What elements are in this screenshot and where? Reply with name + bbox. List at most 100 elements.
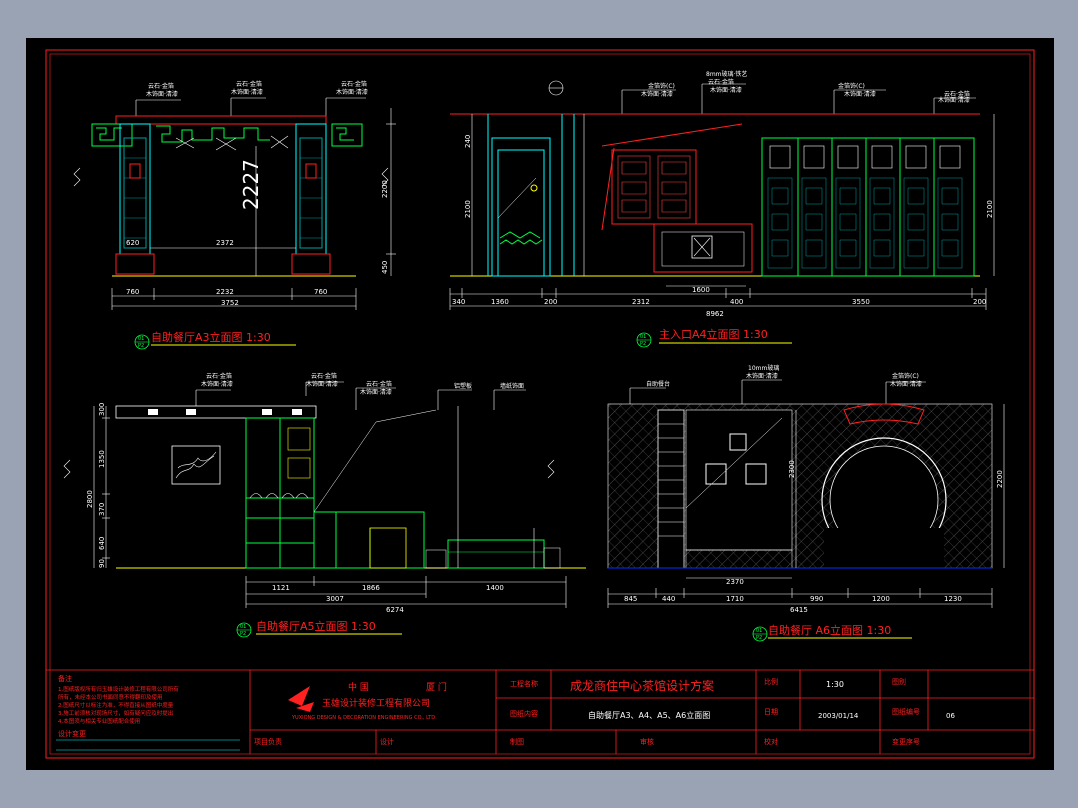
svg-text:金箔饰(C): 金箔饰(C): [892, 372, 919, 380]
svg-text:木饰面·清漆: 木饰面·清漆: [890, 380, 922, 388]
dim-a3-total: 3752: [221, 299, 239, 307]
dim-a3-base: 450: [381, 261, 389, 274]
date-label: 日期: [764, 708, 778, 716]
dim-a3-height: 2200: [381, 180, 389, 198]
notes-heading: 备注: [58, 674, 72, 683]
note-line-3: 2.图纸尺寸以标注为准，不得直接从图纸中度量: [58, 701, 174, 709]
company-country: 中 国: [348, 681, 369, 693]
dim-a5-h4: 90: [98, 559, 106, 568]
title-block: 备注 1.图纸版权所有归玉雄设计装修工程有限公司所有 所有，未经本公司书面同意不…: [46, 669, 1034, 754]
dim-a6-b3: 990: [810, 595, 823, 603]
date-value: 2003/01/14: [818, 712, 859, 720]
note-line-5: 4.本图须与相关专业图纸配合使用: [58, 717, 140, 725]
design-label: 设计: [380, 737, 394, 746]
a5-marker-bottom: P2: [240, 631, 246, 637]
svg-text:云石·金箔: 云石·金箔: [944, 90, 970, 98]
svg-text:云石·金箔: 云石·金箔: [311, 372, 337, 380]
drawn-label: 图别: [892, 677, 906, 686]
dim-a5-b2: 1400: [486, 584, 504, 592]
svg-text:木饰面·清漆: 木饰面·清漆: [336, 88, 368, 96]
dim-a4-h1: 2100: [464, 200, 472, 218]
review-label: 审核: [640, 737, 654, 746]
svg-text:自助餐台: 自助餐台: [646, 380, 670, 388]
dim-a4-mid: 1600: [692, 286, 710, 294]
svg-text:8mm玻璃·铁艺: 8mm玻璃·铁艺: [706, 70, 747, 78]
dim-a5-total2: 6274: [386, 606, 404, 614]
outer-frame: [45, 49, 1035, 759]
scale-value: 1:30: [826, 680, 844, 689]
project-value: 成龙商住中心茶馆设计方案: [570, 678, 714, 693]
manager-label: 项目负责: [254, 737, 282, 746]
a4-title: 主入口A4立面图 1:30: [659, 327, 768, 341]
dim-a4-b4: 400: [730, 298, 743, 306]
a6-title: 自助餐厅 A6立面图 1:30: [768, 623, 891, 637]
dim-a4-b5: 3550: [852, 298, 870, 306]
dim-a6-h2: 2200: [996, 470, 1004, 488]
dim-a4-b0: 340: [452, 298, 465, 306]
dim-a3-inner: 2372: [216, 239, 234, 247]
a3-marker-top: 01: [138, 336, 144, 342]
scale-label: 比例: [764, 677, 778, 686]
content-value: 自助餐厅A3、A4、A5、A6立面图: [588, 710, 710, 720]
elevation-a5: 云石·金箔木饰面·清漆 云石·金箔木饰面·清漆 云石·金箔木饰面·清漆 铝塑板墙…: [63, 372, 586, 638]
dim-a5-h2: 370: [98, 503, 106, 516]
dim-a6-b5: 1230: [944, 595, 962, 603]
svg-text:云石·金箔: 云石·金箔: [341, 80, 367, 88]
draw-label: 制图: [510, 737, 524, 746]
inner-frame: [49, 53, 1031, 755]
dim-a4-b6: 200: [973, 298, 986, 306]
a4-marker-bottom: P2: [640, 341, 646, 347]
svg-text:金箔饰(C): 金箔饰(C): [838, 82, 865, 90]
svg-text:木饰面·清漆: 木饰面·清漆: [360, 388, 392, 396]
change-label: 变更序号: [892, 737, 920, 746]
dim-a6-h: 2300: [788, 460, 796, 478]
svg-text:墙纸饰面: 墙纸饰面: [500, 382, 524, 390]
a6-marker-bottom: P2: [756, 635, 762, 641]
svg-text:木饰面·清漆: 木饰面·清漆: [710, 86, 742, 94]
sheet-value: 06: [946, 712, 955, 720]
svg-text:云石·金箔: 云石·金箔: [206, 372, 232, 380]
a4-marker-top: 01: [640, 334, 646, 340]
dim-a5-htotal: 2800: [86, 490, 94, 508]
dim-a5-h3: 640: [98, 537, 106, 550]
dim-a6-b4: 1200: [872, 595, 890, 603]
dim-a6-total: 6415: [790, 606, 808, 614]
company-city: 厦 门: [426, 681, 447, 693]
company-name-en: YUXIONG DESIGN & DECORATION ENGINEERING …: [291, 715, 437, 721]
dim-a4-hr: 2100: [986, 200, 994, 218]
dim-a3-left: 620: [126, 239, 139, 247]
dim-a5-total: 3007: [326, 595, 344, 603]
a3-marker-bottom: P2: [138, 343, 144, 349]
dim-a3-b1: 2232: [216, 288, 234, 296]
dim-a4-total: 8962: [706, 310, 724, 318]
svg-text:木饰面·清漆: 木饰面·清漆: [146, 90, 178, 98]
svg-text:木饰面·清漆: 木饰面·清漆: [844, 90, 876, 98]
company-name-cn: 玉雄设计装修工程有限公司: [322, 697, 430, 709]
svg-text:木饰面·清漆: 木饰面·清漆: [641, 90, 673, 98]
svg-text:木饰面·清漆: 木饰面·清漆: [938, 96, 970, 104]
note-line-2: 所有，未经本公司书面同意不得翻印及使用: [58, 693, 163, 701]
dim-a3-mid: 2227: [239, 159, 263, 210]
dim-a6-b1: 440: [662, 595, 675, 603]
dim-a5-h1: 1350: [98, 450, 106, 468]
svg-text:木饰面·清漆: 木饰面·清漆: [746, 372, 778, 380]
project-label: 工程名称: [510, 679, 538, 688]
svg-text:云石·金箔: 云石·金箔: [148, 82, 174, 90]
dim-a3-b0: 760: [126, 288, 139, 296]
content-label: 图纸内容: [510, 709, 538, 718]
drawing-sheet: 云石·金箔木饰面·清漆 云石·金箔木饰面·清漆 云石·金箔木饰面·清漆: [26, 38, 1054, 770]
svg-text:云石·金箔: 云石·金箔: [236, 80, 262, 88]
svg-text:铝塑板: 铝塑板: [454, 382, 472, 390]
dim-a5-h0: 300: [98, 403, 106, 416]
note-line-1: 1.图纸版权所有归玉雄设计装修工程有限公司所有: [58, 685, 179, 693]
a3-title: 自助餐厅A3立面图 1:30: [151, 330, 271, 344]
svg-text:木饰面·清漆: 木饰面·清漆: [201, 380, 233, 388]
dim-a6-b2: 1710: [726, 595, 744, 603]
dim-a4-b2: 200: [544, 298, 557, 306]
svg-text:金箔饰(C): 金箔饰(C): [648, 82, 675, 90]
dim-a5-b0: 1121: [272, 584, 290, 592]
